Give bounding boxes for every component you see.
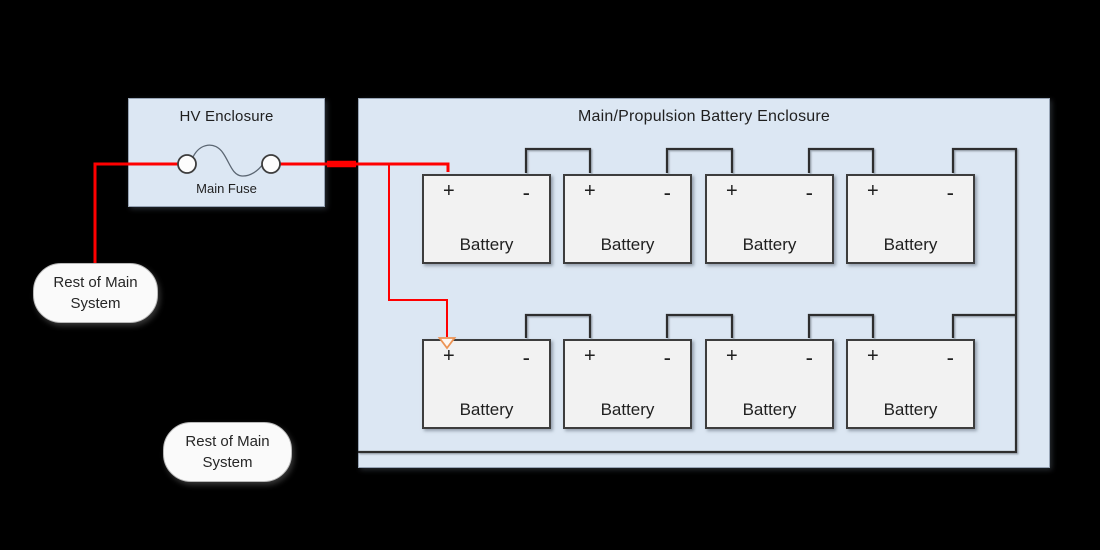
positive-terminal-label: + bbox=[584, 180, 596, 202]
battery-enclosure: Main/Propulsion Battery Enclosure + - Batt… bbox=[358, 98, 1050, 468]
positive-terminal-label: + bbox=[443, 180, 455, 202]
node-label-line: Rest of Main bbox=[185, 433, 270, 450]
negative-terminal-label: - bbox=[522, 180, 530, 205]
node-label-line: Rest of Main bbox=[53, 274, 138, 291]
rest-of-main-system-node-top: Rest of Main System bbox=[33, 263, 158, 323]
battery-row1-col4: + - Battery bbox=[846, 174, 975, 264]
positive-terminal-label: + bbox=[726, 180, 738, 202]
negative-terminal-label: - bbox=[946, 180, 954, 205]
battery-label: Battery bbox=[883, 400, 938, 419]
battery-row1-col2: + - Battery bbox=[563, 174, 692, 264]
battery-row2-col3: + - Battery bbox=[705, 339, 834, 429]
battery-row1-col3: + - Battery bbox=[705, 174, 834, 264]
positive-terminal-label: + bbox=[584, 345, 596, 367]
battery-label: Battery bbox=[459, 400, 514, 419]
battery-label: Battery bbox=[600, 400, 655, 419]
hv-enclosure: HV Enclosure Main Fuse bbox=[128, 98, 325, 207]
battery-label: Battery bbox=[742, 400, 797, 419]
battery-enclosure-title: Main/Propulsion Battery Enclosure bbox=[577, 108, 831, 125]
rest-of-main-system-node-bottom: Rest of Main System bbox=[163, 422, 292, 482]
negative-terminal-label: - bbox=[805, 180, 813, 205]
main-fuse-label: Main Fuse bbox=[196, 181, 257, 196]
battery-label: Battery bbox=[883, 235, 938, 254]
battery-row2-col4: + - Battery bbox=[846, 339, 975, 429]
negative-terminal-label: - bbox=[522, 345, 530, 370]
negative-terminal-label: - bbox=[805, 345, 813, 370]
positive-terminal-label: + bbox=[867, 345, 879, 367]
negative-terminal-label: - bbox=[663, 345, 671, 370]
battery-label: Battery bbox=[742, 235, 797, 254]
positive-terminal-label: + bbox=[443, 345, 455, 367]
positive-terminal-label: + bbox=[726, 345, 738, 367]
negative-terminal-label: - bbox=[663, 180, 671, 205]
node-label-line: System bbox=[202, 454, 253, 471]
battery-row1-col1: + - Battery bbox=[422, 174, 551, 264]
battery-label: Battery bbox=[459, 235, 514, 254]
negative-terminal-label: - bbox=[946, 345, 954, 370]
node-label-line: System bbox=[70, 295, 121, 312]
battery-label: Battery bbox=[600, 235, 655, 254]
positive-terminal-label: + bbox=[867, 180, 879, 202]
battery-row2-col1: + - Battery bbox=[422, 339, 551, 429]
hv-enclosure-title: HV Enclosure bbox=[179, 108, 274, 125]
battery-row2-col2: + - Battery bbox=[563, 339, 692, 429]
